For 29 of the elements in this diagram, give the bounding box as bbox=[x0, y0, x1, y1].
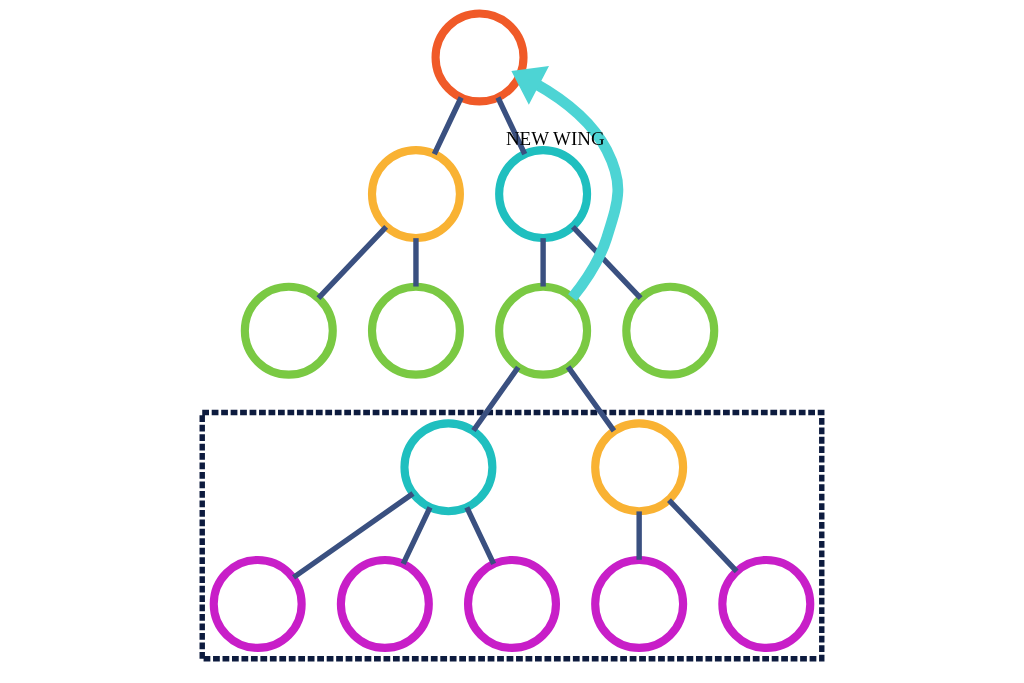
arrow bbox=[511, 66, 624, 302]
connector bbox=[540, 238, 546, 287]
node-circle bbox=[495, 282, 592, 379]
node-circle bbox=[591, 419, 688, 516]
connector bbox=[413, 238, 419, 287]
node-circle bbox=[431, 9, 528, 106]
node-circle bbox=[464, 555, 560, 652]
connector bbox=[570, 224, 643, 300]
node-circle bbox=[240, 282, 337, 379]
connector bbox=[316, 224, 389, 300]
connector bbox=[400, 506, 433, 566]
connector bbox=[431, 96, 464, 156]
node-circle bbox=[367, 146, 464, 243]
node-circle bbox=[495, 146, 592, 243]
node-circle bbox=[336, 555, 433, 652]
node-circle bbox=[718, 555, 815, 652]
connector bbox=[292, 491, 415, 580]
connector bbox=[636, 511, 642, 560]
node-circle bbox=[591, 555, 688, 652]
connector bbox=[565, 365, 617, 433]
node-circle bbox=[400, 419, 497, 516]
connector bbox=[464, 506, 497, 566]
connector bbox=[667, 498, 739, 574]
connector bbox=[495, 96, 528, 156]
cluster bbox=[199, 409, 825, 662]
node-circle bbox=[622, 282, 719, 379]
node-circle bbox=[367, 282, 464, 379]
connector bbox=[471, 365, 521, 433]
node-circle bbox=[209, 555, 306, 652]
